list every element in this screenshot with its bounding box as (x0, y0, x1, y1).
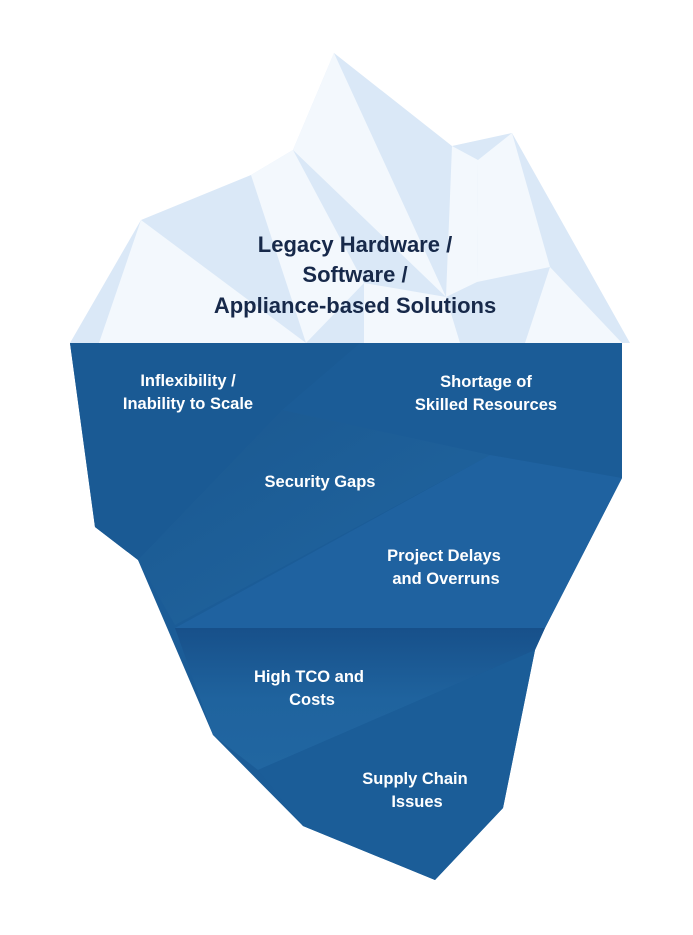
issue-label: Costs (289, 691, 335, 709)
tip-title-line: Appliance-based Solutions (214, 293, 496, 318)
issue-label: Inability to Scale (123, 395, 253, 413)
issue-high-tco: High TCO and Costs (254, 668, 364, 709)
issue-label: Issues (391, 793, 442, 811)
tip-title-line: Software / (302, 262, 407, 287)
issue-label: and Overruns (392, 570, 499, 588)
issue-label: Shortage of (440, 373, 532, 391)
tip-title-line: Legacy Hardware / (258, 232, 452, 257)
issue-label: High TCO and (254, 668, 364, 686)
issue-label: Project Delays (387, 547, 501, 565)
issue-inflexibility: Inflexibility / Inability to Scale (123, 372, 253, 413)
iceberg-tip (70, 53, 630, 343)
issue-label: Inflexibility / (140, 372, 236, 390)
issue-label: Security Gaps (265, 473, 376, 491)
issue-project-delays: Project Delays and Overruns (387, 547, 501, 588)
issue-skills-shortage: Shortage of Skilled Resources (415, 373, 557, 414)
issue-supply-chain: Supply Chain Issues (362, 770, 467, 811)
issue-security-gaps: Security Gaps (265, 473, 376, 491)
tip-title: Legacy Hardware / Software / Appliance-b… (214, 232, 496, 318)
issue-label: Skilled Resources (415, 396, 557, 414)
iceberg-underwater (70, 343, 622, 880)
issue-label: Supply Chain (362, 770, 467, 788)
